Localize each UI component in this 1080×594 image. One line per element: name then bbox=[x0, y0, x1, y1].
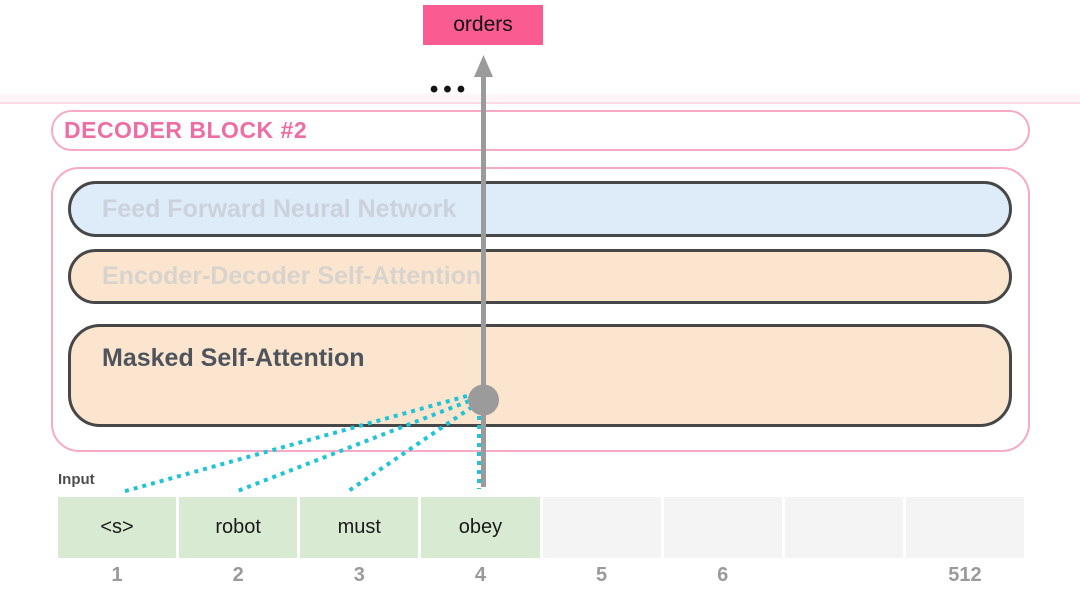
input-token-cell: <s> bbox=[58, 497, 177, 558]
position-index: 4 bbox=[474, 563, 486, 586]
position-index: 5 bbox=[596, 563, 608, 586]
input-token-cell: robot bbox=[179, 497, 298, 558]
input-label: Input bbox=[58, 471, 95, 488]
input-token-cell-empty bbox=[784, 497, 903, 558]
layer-masked-self-attention: Masked Self-Attention bbox=[68, 324, 1012, 427]
input-token-cell: must bbox=[300, 497, 419, 558]
position-index bbox=[785, 562, 903, 588]
ellipsis-icon: ••• bbox=[429, 76, 471, 103]
faded-previous-block-edge bbox=[0, 94, 1080, 104]
input-token-cell: obey bbox=[421, 497, 540, 558]
layer-encoder-decoder-self-attention: Encoder-Decoder Self-Attention bbox=[68, 249, 1012, 304]
input-token-cell-empty bbox=[905, 497, 1024, 558]
position-index: 2 bbox=[232, 563, 244, 586]
position-index: 3 bbox=[353, 563, 365, 586]
input-token-cell-empty bbox=[663, 497, 782, 558]
decoder-block-title-pill: DECODER BLOCK #2 bbox=[51, 110, 1030, 151]
output-token-box: orders bbox=[423, 5, 543, 45]
flow-arrow-head-icon bbox=[474, 55, 493, 77]
layer-label: Feed Forward Neural Network bbox=[102, 194, 457, 223]
position-index: 1 bbox=[111, 563, 123, 586]
input-token-row: <s> robot must obey bbox=[58, 497, 1024, 558]
position-index-row: 1 2 3 4 5 6 512 bbox=[58, 562, 1024, 588]
input-token-cell-empty bbox=[542, 497, 661, 558]
layer-feed-forward-neural-network: Feed Forward Neural Network bbox=[68, 181, 1012, 237]
decoder-block-title: DECODER BLOCK #2 bbox=[64, 117, 308, 143]
layer-label: Encoder-Decoder Self-Attention bbox=[102, 262, 482, 290]
layer-label: Masked Self-Attention bbox=[102, 344, 365, 372]
position-index: 512 bbox=[948, 563, 982, 586]
position-index: 6 bbox=[717, 563, 729, 586]
